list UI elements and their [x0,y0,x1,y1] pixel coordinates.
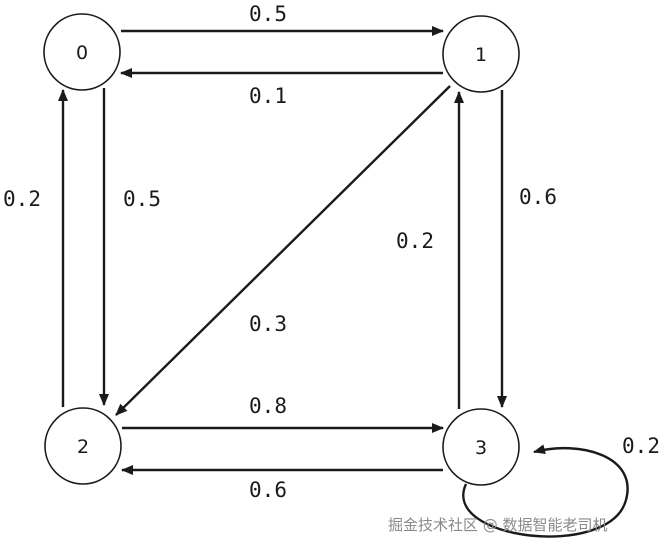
node-label-0: 0 [76,42,88,64]
weight-2-0: 0.2 [3,187,41,211]
watermark-text: 掘金技术社区 @ 数据智能老司机 [388,516,608,534]
edges [58,26,629,538]
weight-2-3: 0.8 [249,394,287,418]
node-2: 2 [44,407,122,485]
node-label-2: 2 [77,436,89,458]
edge-1-2 [115,85,451,416]
weight-0-1: 0.5 [249,2,287,26]
node-0: 0 [43,13,121,91]
weight-1-0: 0.1 [249,84,287,108]
weight-3-3: 0.2 [622,434,660,458]
nodes: 0 1 2 3 [43,13,520,486]
node-label-1: 1 [475,44,487,66]
edge-weights: 0.5 0.1 0.5 0.2 0.3 0.6 0.2 0.8 0.6 0.2 [3,2,660,502]
weight-0-2: 0.5 [123,187,161,211]
weight-3-2: 0.6 [249,478,287,502]
weight-1-3: 0.6 [519,185,557,209]
node-3: 3 [442,408,520,486]
weight-3-1: 0.2 [396,229,434,253]
node-label-3: 3 [475,437,487,459]
edge-3-3 [462,444,629,538]
node-1: 1 [442,15,520,93]
weight-1-2: 0.3 [249,312,287,336]
